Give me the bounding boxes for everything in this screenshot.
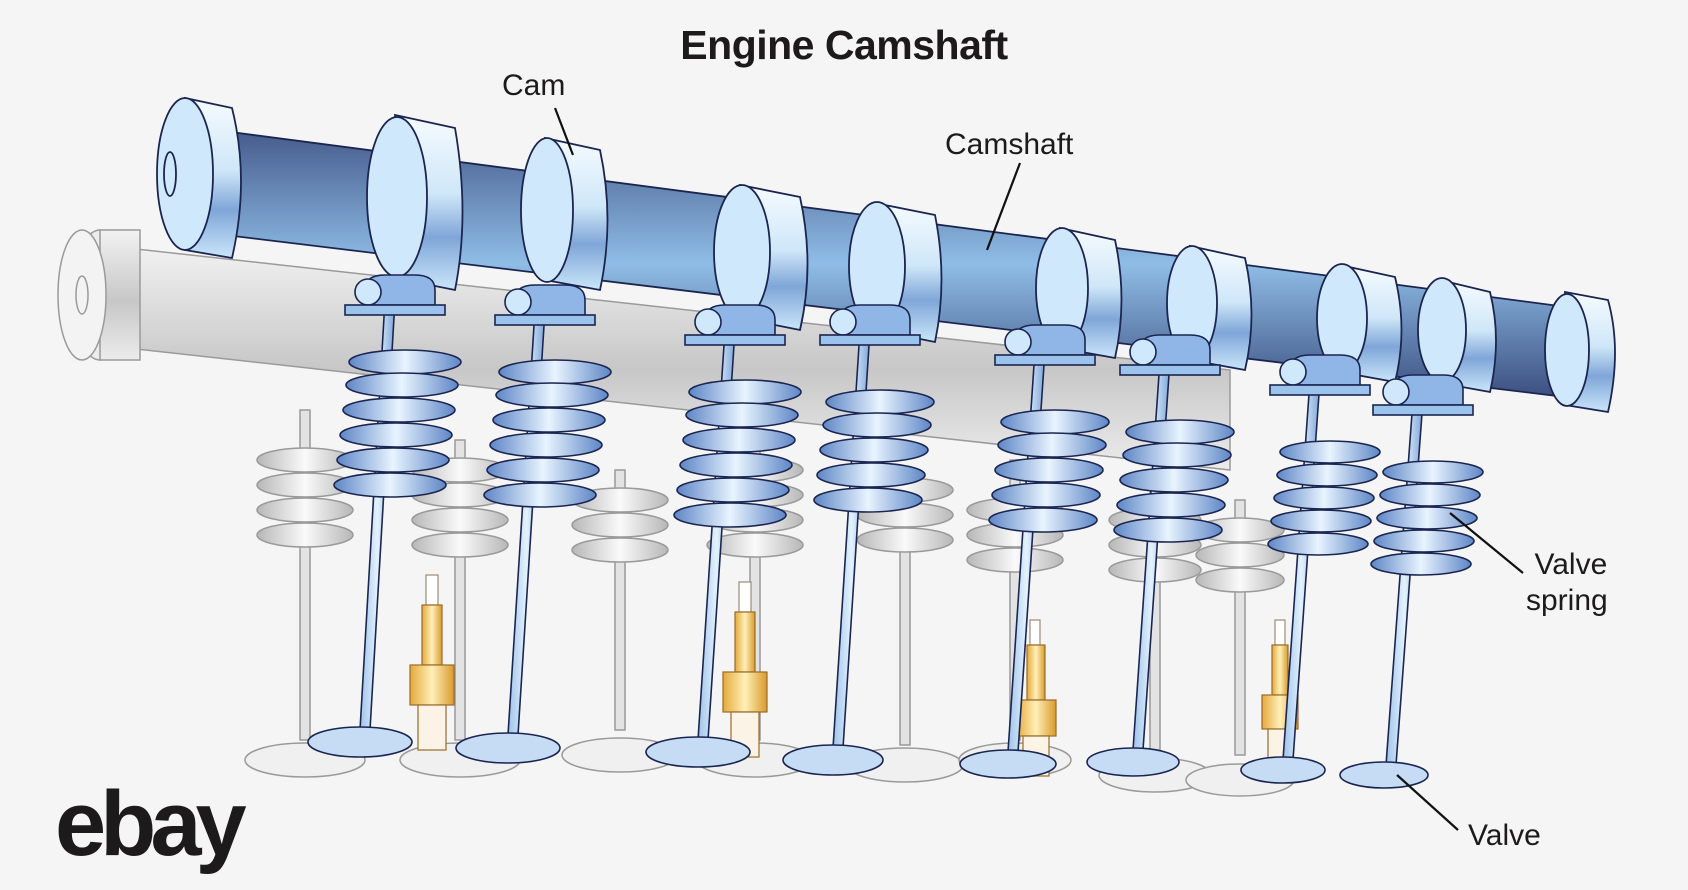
valve-8	[1339, 374, 1484, 789]
valve-spring-label-line1: Valve	[1534, 548, 1608, 581]
valve-spring-label-line2: spring	[1526, 584, 1608, 617]
valve-label: Valve	[1468, 819, 1541, 852]
valve-3	[645, 304, 802, 768]
valve-7	[1240, 354, 1381, 784]
camshaft-leader	[985, 162, 1022, 251]
valve-spring-leader	[1449, 512, 1524, 574]
valve-spring-label: Valve spring	[1526, 547, 1608, 619]
cam-label: Cam	[502, 69, 566, 102]
page-title: Engine Camshaft	[680, 22, 1008, 68]
leader-lines	[553, 107, 1524, 831]
camshaft	[156, 96, 1616, 414]
ebay-logo: ebay	[55, 773, 247, 875]
valve-2	[455, 284, 612, 764]
valve-6	[1086, 334, 1235, 777]
valve-leader	[1396, 774, 1459, 831]
valve-4	[782, 304, 935, 776]
camshaft-label: Camshaft	[945, 128, 1074, 161]
cam-leader	[553, 107, 575, 156]
valve-5	[959, 324, 1110, 779]
valve-1	[307, 274, 462, 758]
valve-assemblies	[307, 274, 1484, 789]
